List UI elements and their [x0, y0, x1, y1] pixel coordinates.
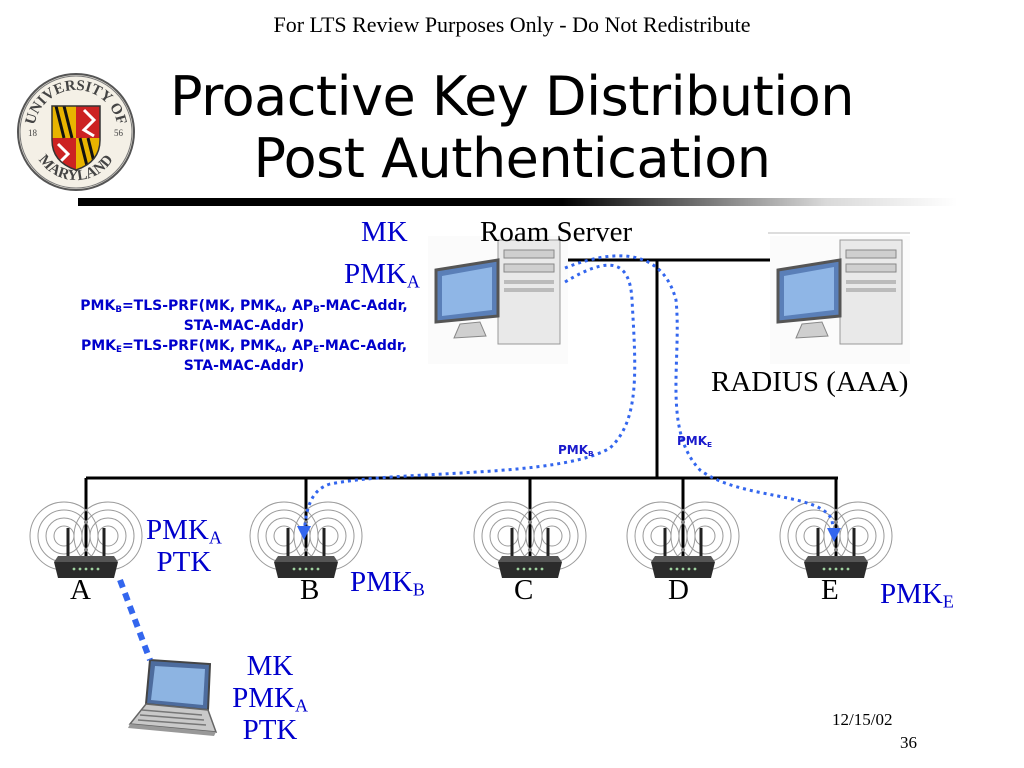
- wireless-link-line: [117, 578, 153, 662]
- logo-year-right: 56: [114, 128, 124, 138]
- ap-e-pmk: PMKE: [880, 578, 954, 612]
- station-pmk-a: PMKA: [232, 682, 308, 716]
- ap-a-pmk: PMKA: [146, 514, 222, 548]
- arrow-to-b-icon: [297, 526, 311, 540]
- radius-label: RADIUS (AAA): [711, 366, 909, 398]
- ap-b-pmk: PMKB: [350, 566, 425, 600]
- station-mk: MK: [246, 650, 294, 682]
- formula-pmk-b-cont: STA-MAC-Addr): [183, 318, 305, 334]
- access-point-b-icon: [249, 501, 363, 578]
- shield-icon: [51, 105, 101, 171]
- formula-pmk-e: PMKE=TLS-PRF(MK, PMKA, APE-MAC-Addr,: [80, 338, 408, 356]
- review-notice: For LTS Review Purposes Only - Do Not Re…: [273, 12, 751, 37]
- radius-server-computer-icon: [770, 236, 910, 364]
- title-line-2: Post Authentication: [253, 127, 771, 190]
- university-seal-logo: UNIVERSITY OF MARYLAND 18 56: [14, 70, 138, 194]
- access-point-c-icon: [473, 501, 587, 578]
- slide-date: 12/15/02: [832, 710, 893, 729]
- access-point-d-icon: [626, 501, 740, 578]
- key-derivation-formulas: PMKB=TLS-PRF(MK, PMKA, APB-MAC-Addr, STA…: [56, 296, 432, 376]
- flow-label-pmk-e: PMKE: [677, 434, 713, 449]
- ap-a-keys: PMKA PTK: [146, 514, 222, 578]
- roam-server-mk: MK: [361, 216, 408, 248]
- flow-path-to-b: [302, 263, 637, 535]
- roam-server-label: Roam Server: [480, 216, 633, 248]
- laptop-computer-icon: [128, 658, 218, 736]
- roam-server-computer-icon: [428, 236, 568, 364]
- access-point-a-icon: [29, 501, 143, 578]
- title-underline: [78, 198, 958, 206]
- roam-server-pmk-a: PMKA: [344, 258, 420, 292]
- station-keys: MK PMKA PTK: [222, 650, 318, 746]
- ap-label-b: B: [300, 574, 320, 606]
- ap-a-ptk: PTK: [156, 546, 212, 578]
- key-flow-paths: [302, 254, 836, 537]
- ap-label-a: A: [70, 574, 91, 606]
- slide-title: Proactive Key Distribution Post Authenti…: [100, 66, 924, 190]
- ap-label-c: C: [514, 574, 534, 606]
- formula-pmk-e-cont: STA-MAC-Addr): [183, 358, 305, 374]
- title-line-1: Proactive Key Distribution: [169, 65, 855, 128]
- arrow-to-e-icon: [827, 528, 841, 542]
- ap-label-d: D: [668, 574, 689, 606]
- ap-label-e: E: [821, 574, 839, 606]
- formula-pmk-b: PMKB=TLS-PRF(MK, PMKA, APB-MAC-Addr,: [80, 298, 408, 316]
- station-ptk: PTK: [242, 714, 298, 746]
- slide-page-number: 36: [900, 733, 917, 752]
- logo-year-left: 18: [28, 128, 38, 138]
- flow-path-to-e: [564, 254, 836, 537]
- flow-label-pmk-b: PMKB: [558, 443, 594, 458]
